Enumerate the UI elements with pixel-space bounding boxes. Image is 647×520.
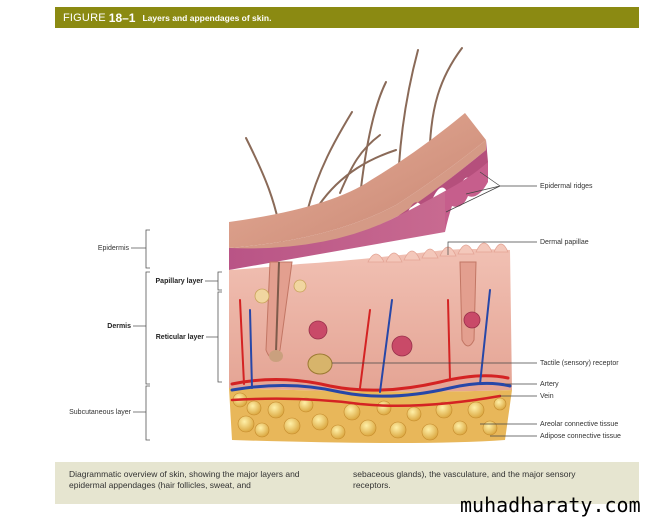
hair-shaft (306, 111, 353, 213)
fat-cell (389, 421, 407, 439)
vein (379, 299, 393, 393)
hair-bulb (269, 350, 283, 362)
fat-cell (298, 397, 314, 413)
fat-cell (343, 403, 361, 421)
label-subcutaneous: Subcutaneous layer (69, 409, 132, 416)
label-tactile-receptor: Tactile (sensory) receptor (540, 360, 619, 367)
layer-brackets (131, 229, 222, 441)
artery (447, 299, 451, 381)
dermal-papilla (385, 252, 403, 263)
fat-cell (311, 413, 329, 431)
dermal-papilla (457, 244, 475, 255)
label-areolar: Areolar connective tissue (540, 421, 618, 428)
sebaceous-gland (254, 288, 270, 304)
fat-cell (421, 423, 439, 441)
epidermis-band (229, 191, 445, 270)
hair-shaft (360, 81, 387, 189)
label-dermal-papillae: Dermal papillae (540, 239, 589, 246)
fat-cell (493, 397, 507, 411)
dermal-papilla (367, 253, 385, 263)
dermal-papilla (403, 250, 421, 261)
label-epidermis: Epidermis (98, 245, 130, 252)
artery (239, 299, 245, 385)
figure-caption: Diagrammatic overview of skin, showing t… (55, 462, 639, 504)
label-vein: Vein (540, 393, 554, 400)
hair-shaft (318, 149, 397, 206)
fat-cell (376, 400, 392, 416)
dermal-papilla (475, 242, 493, 253)
fat-cell (467, 401, 485, 419)
dermal-papillae-leader (447, 241, 537, 255)
vein (230, 381, 512, 398)
fat-cell (482, 420, 498, 436)
artery (359, 309, 371, 389)
skin-surface-top (229, 113, 486, 248)
dermal-papilla (421, 248, 439, 259)
skin-surface-epidermis (229, 140, 486, 258)
hair-follicle (459, 261, 477, 347)
reticular-bracket (206, 291, 222, 383)
label-dermis: Dermis (107, 323, 131, 330)
hair-shaft (429, 47, 463, 144)
figure-number: 18–1 (108, 10, 136, 25)
label-papillary-layer: Papillary layer (156, 278, 204, 285)
fat-cell (435, 401, 453, 419)
vein (249, 309, 253, 389)
fat-cell (359, 419, 377, 437)
label-adipose: Adipose connective tissue (540, 433, 621, 440)
arteries (230, 299, 510, 408)
fat-cell (406, 406, 422, 422)
fat-cell (330, 424, 346, 440)
tactile-receptor (307, 353, 333, 375)
figure-title: Layers and appendages of skin. (142, 12, 272, 23)
adipose-cells (232, 392, 507, 441)
epidermal-ridges-leader (445, 171, 537, 213)
fat-cell (267, 401, 285, 419)
fat-cell (283, 417, 301, 435)
hair-shaft (339, 134, 381, 194)
sebaceous-gland (293, 279, 307, 293)
figure-word: FIGURE (63, 11, 106, 24)
epidermal-ridge-band (445, 162, 488, 232)
fat-cell (246, 400, 262, 416)
dermal-papilla (493, 243, 509, 253)
label-reticular-layer: Reticular layer (156, 334, 205, 341)
hair-shaft (398, 49, 419, 166)
watermark: muhadharaty.com (460, 493, 641, 517)
fat-cell (452, 420, 468, 436)
veins (230, 289, 512, 398)
sweat-gland (391, 335, 413, 357)
papillary-bracket (205, 271, 222, 291)
figure-header: FIGURE 18–1 Layers and appendages of ski… (55, 7, 639, 28)
label-artery: Artery (540, 381, 559, 388)
fat-cell (237, 415, 255, 433)
dermal-papillae (367, 242, 509, 263)
artery (230, 394, 502, 408)
leader-lines (332, 171, 537, 437)
glands (254, 279, 481, 357)
caption-column-1: Diagrammatic overview of skin, showing t… (69, 469, 300, 490)
label-epidermal-ridges: Epidermal ridges (540, 183, 593, 190)
dermis-bracket (133, 271, 150, 385)
caption-column-2: sebaceous glands), the vasculature, and … (353, 469, 576, 490)
sweat-gland (308, 320, 328, 340)
epidermis-bracket (131, 229, 150, 269)
vein (479, 289, 491, 385)
fat-cell (254, 422, 270, 438)
hair-follicle-shaft (275, 261, 280, 353)
subcutaneous-bracket (133, 385, 150, 441)
sweat-gland (463, 311, 481, 329)
artery (230, 374, 510, 392)
